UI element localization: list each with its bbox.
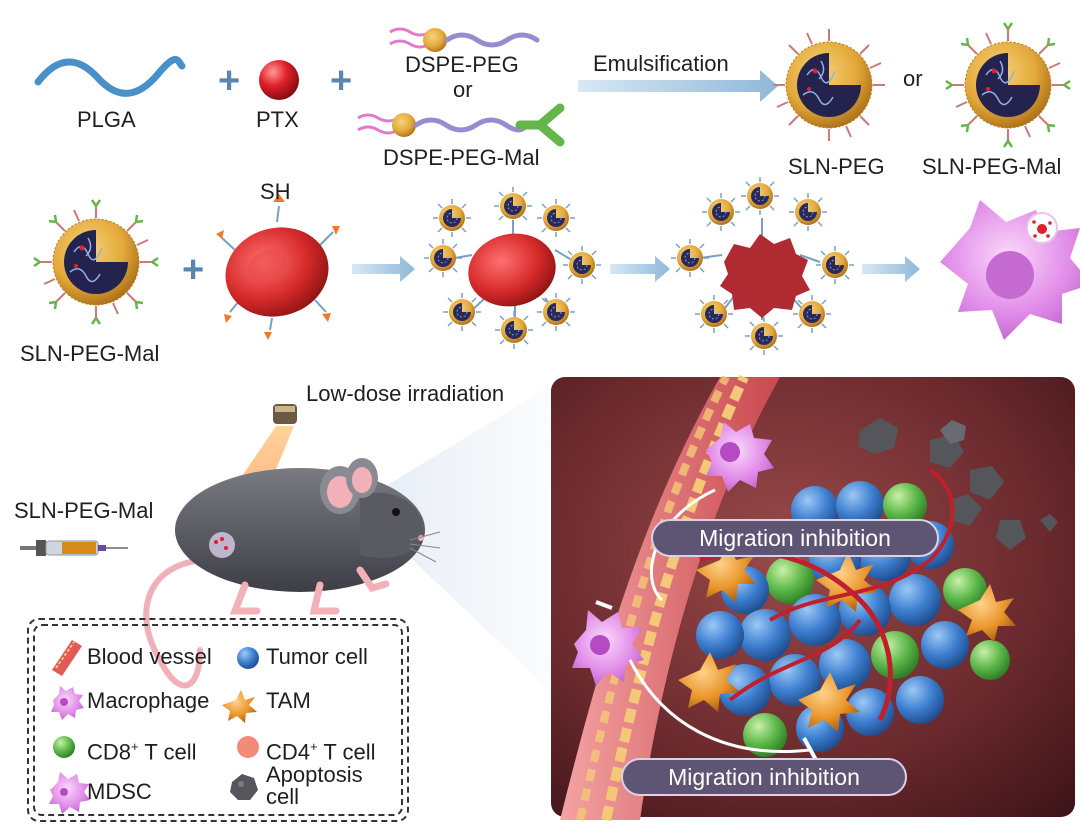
sln-peg-label: SLN-PEG xyxy=(788,154,885,179)
apoptosis-cluster xyxy=(858,418,1058,550)
plga-label: PLGA xyxy=(77,107,136,132)
legend-tam-label: TAM xyxy=(266,688,311,713)
legend-macrophage-label: Macrophage xyxy=(87,688,210,713)
legend-apoptosis-line1: Apoptosis xyxy=(266,762,363,787)
legend-blood-vessel: Blood vessel xyxy=(87,645,212,669)
apoptosis-cell-icon xyxy=(230,774,258,800)
legend-mdsc: MDSC xyxy=(87,780,152,804)
legend-icons xyxy=(49,640,259,814)
ptx-label: PTX xyxy=(256,107,299,132)
legend-mdsc-label: MDSC xyxy=(87,779,152,804)
legend-cd8-label: CD8+ T cell xyxy=(87,735,197,764)
red-blood-cell-icon xyxy=(216,194,340,340)
mouse-icon xyxy=(143,458,441,689)
cd4-suffix: T cell xyxy=(317,739,376,765)
sln-peg-mal-label-2: SLN-PEG-Mal xyxy=(20,341,160,366)
syringe-icon xyxy=(20,540,128,556)
or-label-1: or xyxy=(453,77,473,102)
legend-cd8: CD8+ T cell xyxy=(87,735,197,764)
blood-vessel-wall xyxy=(560,377,780,820)
cd4-t-cell-icon xyxy=(237,736,259,758)
sln-peg-particle xyxy=(772,28,886,142)
emulsification-arrow xyxy=(578,70,778,102)
cd4-prefix: CD4 xyxy=(266,739,311,765)
legend-tumor-cell: Tumor cell xyxy=(266,645,368,669)
macrophage-in-vessel xyxy=(706,422,774,492)
legend-apoptosis: Apoptosis cell xyxy=(266,764,363,808)
cd8-t-cell-icon xyxy=(53,736,75,758)
tumor-cell-icon xyxy=(237,647,259,669)
dspe-peg-icon xyxy=(389,27,540,52)
low-dose-irradiation-label: Low-dose irradiation xyxy=(306,381,505,406)
dspe-peg-mal-label: DSPE-PEG-Mal xyxy=(383,145,540,170)
damaged-rbc-sln-conjugate xyxy=(670,176,855,356)
or-label-2: or xyxy=(903,66,923,91)
cd8-prefix: CD8 xyxy=(87,739,132,765)
sh-label: SH xyxy=(260,179,291,204)
dspe-peg-mal-icon xyxy=(357,103,565,147)
process-arrow-1 xyxy=(352,256,415,282)
plus-sign-3: + xyxy=(182,249,204,291)
legend-apoptosis-line2: cell xyxy=(266,784,300,809)
legend-blood-vessel-label: Blood vessel xyxy=(87,644,212,669)
tam-icon xyxy=(222,690,257,723)
cd4-sup: + xyxy=(310,739,318,754)
process-arrow-2 xyxy=(610,256,670,282)
mdsc-icon xyxy=(49,772,90,814)
tumor-microenvironment-panel xyxy=(551,374,1075,822)
process-arrow-3 xyxy=(862,256,920,282)
legend-tam: TAM xyxy=(266,689,311,713)
plga-chain-icon xyxy=(34,56,186,97)
cd8-suffix: T cell xyxy=(138,739,197,765)
migration-inhibition-top: Migration inhibition xyxy=(651,519,939,557)
sln-peg-mal-particle xyxy=(945,22,1071,148)
injection-label: SLN-PEG-Mal xyxy=(14,498,154,523)
migration-inhibition-bottom: Migration inhibition xyxy=(621,758,907,796)
sln-peg-mal-label: SLN-PEG-Mal xyxy=(922,154,1062,179)
dspe-peg-label: DSPE-PEG xyxy=(405,52,519,77)
legend-box xyxy=(27,618,409,822)
legend-macrophage: Macrophage xyxy=(87,689,209,713)
plus-sign-1: + xyxy=(218,60,240,102)
plus-sign-2: + xyxy=(330,60,352,102)
legend-cd4: CD4+ T cell xyxy=(266,735,376,764)
macrophage-icon xyxy=(51,686,84,720)
mdsc-in-vessel xyxy=(572,610,644,686)
sln-peg-mal-particle-2 xyxy=(33,199,159,325)
cd8-sup: + xyxy=(131,739,139,754)
zoom-cone xyxy=(355,380,560,700)
ptx-molecule-icon xyxy=(259,60,299,100)
legend-cd4-label: CD4+ T cell xyxy=(266,735,376,764)
emulsification-label: Emulsification xyxy=(593,51,729,76)
macrophage-uptake-icon xyxy=(940,200,1080,340)
rbc-sln-conjugate xyxy=(423,186,602,350)
blood-vessel-icon xyxy=(52,640,82,676)
legend-tumor-cell-label: Tumor cell xyxy=(266,644,368,669)
